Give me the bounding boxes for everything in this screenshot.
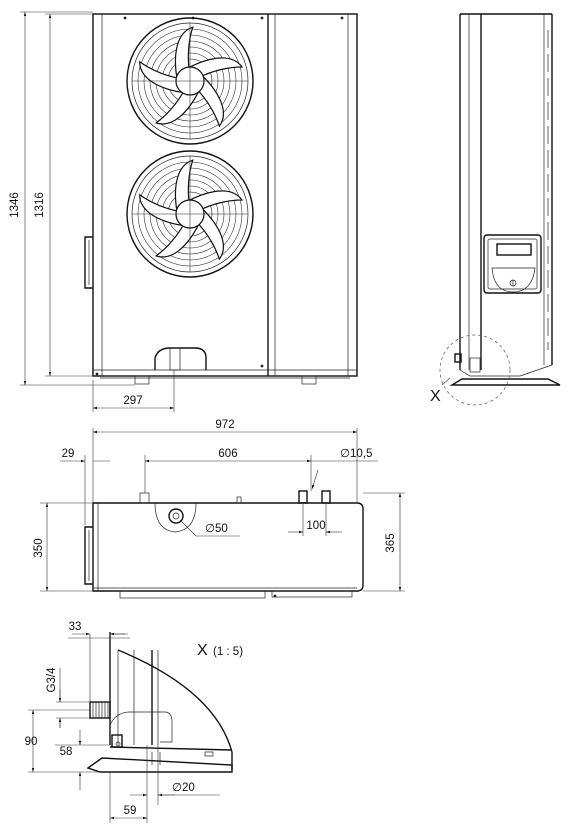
side-view: X <box>430 13 561 406</box>
unit-body-top <box>92 502 364 592</box>
detail-view: X (1 : 5) <box>86 632 243 773</box>
control-panel <box>483 234 542 294</box>
dim-thread: G3/4 <box>46 667 58 693</box>
top-view-dimensions: 972 29 606 ∅10,5 ∅50 100 350 365 <box>33 419 405 592</box>
dim-hole-diameter: ∅10,5 <box>340 448 372 460</box>
dim-height-58: 58 <box>60 746 73 758</box>
detail-dimensions: 33 G3/4 90 58 ∅20 59 <box>25 621 220 823</box>
dim-pipe-spacing: 100 <box>306 520 325 532</box>
dim-width: 972 <box>215 419 234 431</box>
dim-diameter-20: ∅20 <box>172 782 195 794</box>
drain-housing <box>154 347 207 370</box>
dim-depth-with-pipes: 365 <box>385 533 397 552</box>
side-foot <box>449 378 561 386</box>
dim-pipe-offset: 33 <box>69 621 82 633</box>
front-view <box>84 13 358 385</box>
side-handle <box>84 236 93 289</box>
dim-depth: 350 <box>33 538 45 557</box>
detail-marker: X <box>430 388 441 405</box>
detail-circle <box>439 334 511 406</box>
front-view-dimensions: 1346 1316 297 <box>9 11 175 412</box>
dim-height-90: 90 <box>25 736 38 748</box>
pipe-fitting <box>89 701 111 719</box>
dim-edge-offset: 29 <box>62 448 75 460</box>
fan-upper <box>126 17 254 145</box>
drain-outlet <box>168 508 184 524</box>
fan-lower <box>126 150 254 278</box>
detail-title: X <box>197 642 208 659</box>
detail-scale: (1 : 5) <box>213 646 243 658</box>
dim-total-height: 1346 <box>9 192 21 218</box>
dim-drain-diameter: ∅50 <box>205 523 228 535</box>
top-view <box>84 490 364 599</box>
dim-connection-spacing: 606 <box>218 448 237 460</box>
dim-foot-offset: 297 <box>123 395 142 407</box>
foot-plate <box>86 757 233 773</box>
dim-body-height: 1316 <box>34 192 46 218</box>
unit-body-front <box>92 13 358 377</box>
dim-width-59: 59 <box>124 805 137 817</box>
